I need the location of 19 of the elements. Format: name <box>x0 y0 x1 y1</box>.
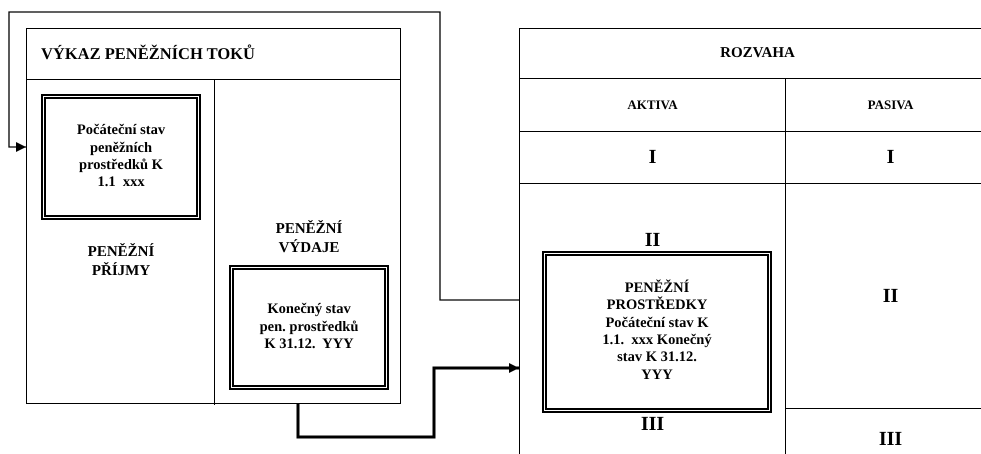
row-number: III <box>878 428 902 450</box>
report-frame <box>26 28 401 404</box>
highlight-box: Počáteční stav peněžních prostředků K 1.1 xxx <box>41 94 201 220</box>
highlight-box: Konečný stav pen. prostředků K 31.12. YYY <box>229 265 389 390</box>
row-number: III <box>640 413 664 436</box>
row-number: I <box>648 146 656 169</box>
connector-arrow <box>8 11 519 301</box>
row-number: II <box>882 284 898 308</box>
table-title: ROZVAHA <box>720 45 795 62</box>
row-number: I <box>886 146 894 169</box>
column-header: PASIVA <box>868 97 914 113</box>
highlight-box: PENĚŽNÍ PROSTŘEDKY Počáteční stav K 1.1. xxx Konečný stav K 31.12. YYY <box>542 251 772 413</box>
column-heading: PENĚŽNÍ VÝDAJE <box>274 220 344 258</box>
column-header: AKTIVA <box>627 97 678 113</box>
row-number: II <box>644 229 660 252</box>
balance-sheet-table <box>519 28 981 454</box>
frame-heading: VÝKAZ PENĚŽNÍCH TOKŮ <box>27 29 400 80</box>
connector-arrow <box>296 363 519 438</box>
column-heading: PENĚŽNÍ PŘÍJMY <box>86 243 156 280</box>
